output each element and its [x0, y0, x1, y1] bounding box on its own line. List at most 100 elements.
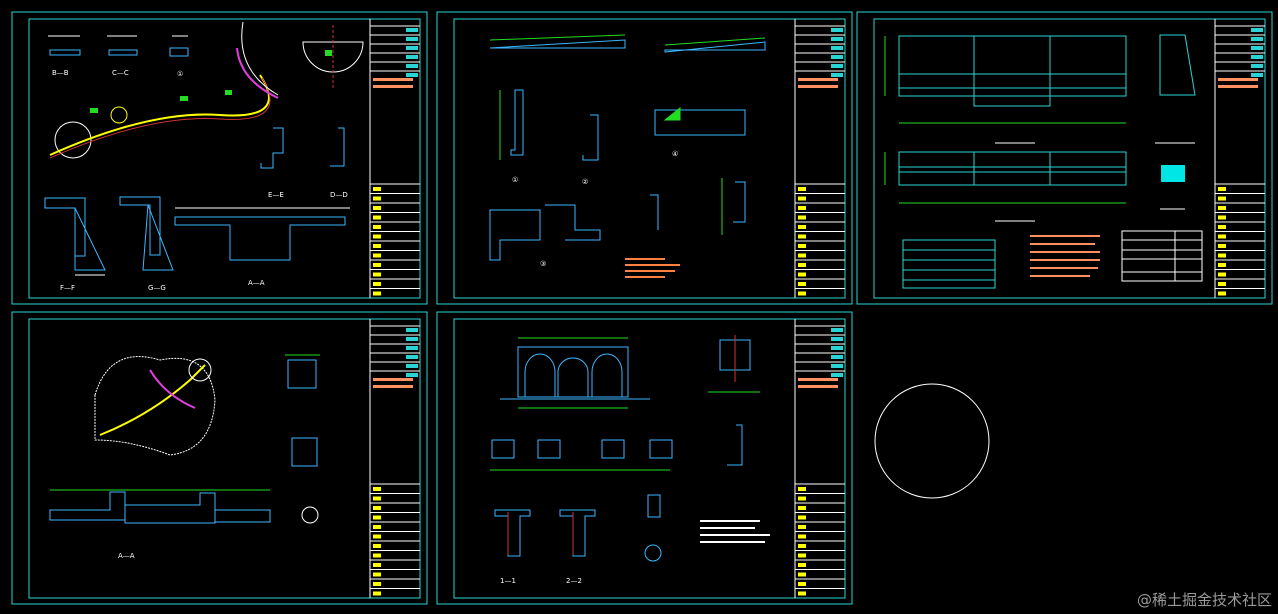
section-label-f: F—F [60, 284, 75, 292]
title-cell-text [831, 55, 843, 59]
sheet3-content [884, 34, 1203, 289]
title-cell-text [1218, 225, 1226, 229]
title-cell-text [406, 355, 418, 359]
sheet-1-border [11, 11, 428, 305]
section-label-c: C—C [112, 69, 129, 77]
title-cell-text [831, 346, 843, 350]
drawing-sheets [11, 11, 1273, 605]
title-cell-text [1218, 263, 1226, 267]
title-cell-text [1218, 206, 1226, 210]
title-cell-text [831, 328, 843, 332]
title-cell-text [373, 263, 381, 267]
title-cell-text [406, 64, 418, 68]
circle-entity[interactable] [874, 383, 990, 499]
sheet-3-frame [873, 18, 1266, 299]
title-cell-text [373, 553, 381, 558]
title-cell-text [1218, 196, 1226, 201]
title-cell-text [1251, 73, 1263, 77]
title-cell-text [1218, 291, 1226, 296]
title-cell-text [406, 364, 418, 368]
notes-text [1218, 78, 1258, 81]
title-cell-text [798, 534, 806, 539]
title-cell-text [798, 591, 806, 596]
title-cell-text [373, 525, 381, 529]
title-cell-text [1218, 244, 1226, 248]
title-cell-text [373, 196, 381, 201]
title-cell-text [798, 282, 806, 286]
sheet-3-border [856, 11, 1273, 305]
title-cell-text [798, 272, 806, 277]
notes-text [373, 378, 413, 381]
title-cell-text [831, 355, 843, 359]
sheet-5-border [436, 311, 853, 605]
title-cell-text [373, 215, 381, 220]
title-cell-text [373, 534, 381, 539]
sheet2-content: ① ② ③ ④ [489, 34, 766, 278]
detail-marker-4: ④ [672, 150, 678, 158]
title-cell-text [406, 373, 418, 377]
title-cell-text [1251, 37, 1263, 41]
title-cell-text [798, 487, 806, 491]
section-label-2: 2—2 [566, 577, 582, 585]
notes-text [1218, 85, 1258, 88]
title-cell-text [831, 337, 843, 341]
title-cell-text [798, 263, 806, 267]
title-cell-text [1218, 272, 1226, 277]
title-cell-text [798, 572, 806, 577]
title-cell-text [798, 215, 806, 220]
sheet-2-frame [453, 18, 846, 299]
title-cell-text [373, 244, 381, 248]
sheet1-content: B—B C—C ① E—E D—D F—F G—G A—A [44, 21, 364, 292]
detail-marker-3: ③ [540, 260, 546, 268]
section-label-e: E—E [268, 191, 284, 199]
title-cell-text [373, 582, 381, 586]
sheet5-content: 1—1 2—2 [490, 335, 770, 585]
title-cell-text [373, 253, 381, 258]
notes-text [798, 378, 838, 381]
title-cell-text [373, 572, 381, 577]
title-cell-text [373, 206, 381, 210]
title-cell-text [831, 373, 843, 377]
title-cell-text [831, 46, 843, 50]
title-cell-text [373, 487, 381, 491]
section-label-1: 1—1 [500, 577, 516, 585]
section-label-b: B—B [52, 69, 69, 77]
title-cell-text [373, 291, 381, 296]
title-cell-text [406, 346, 418, 350]
title-cell-text [406, 337, 418, 341]
title-cell-text [798, 544, 806, 548]
title-cell-text [798, 206, 806, 210]
notes-text [798, 385, 838, 388]
title-cell-text [1218, 253, 1226, 258]
title-cell-text [406, 73, 418, 77]
title-cell-text [1218, 234, 1226, 239]
title-cell-text [831, 73, 843, 77]
notes-text [798, 78, 838, 81]
title-cell-text [406, 37, 418, 41]
title-cell-text [1251, 64, 1263, 68]
title-cell-text [798, 234, 806, 239]
title-cell-text [373, 234, 381, 239]
title-cell-text [373, 544, 381, 548]
title-cell-text [406, 28, 418, 32]
title-cell-text [798, 506, 806, 510]
title-cell-text [406, 328, 418, 332]
title-cell-text [798, 244, 806, 248]
section-label-a: A—A [248, 279, 265, 287]
notes-text [373, 385, 413, 388]
detail-marker-1: ① [512, 176, 518, 184]
title-cell-text [373, 187, 381, 191]
title-cell-text [373, 282, 381, 286]
title-cell-text [831, 364, 843, 368]
title-cell-text [1218, 215, 1226, 220]
title-cell-text [831, 37, 843, 41]
detail-marker-2: ② [582, 178, 588, 186]
sheet-4-frame [28, 318, 421, 599]
title-cell-text [798, 582, 806, 586]
section-label-d: D—D [330, 191, 348, 199]
title-cell-text [798, 553, 806, 558]
title-cell-text [1251, 55, 1263, 59]
title-cell-text [798, 525, 806, 529]
title-cell-text [798, 515, 806, 520]
